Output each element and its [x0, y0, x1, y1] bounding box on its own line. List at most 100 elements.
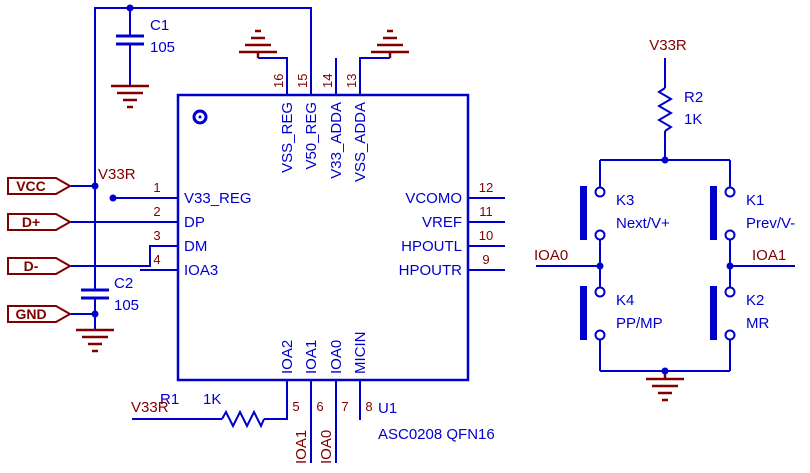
component-value: 105	[150, 39, 175, 56]
ground-icon	[111, 84, 149, 109]
power-tags: VCC D+ D- GND	[7, 177, 73, 323]
component-value: 1K	[203, 391, 221, 408]
component-ref: C1	[150, 17, 169, 34]
dminus-port-label: D-	[24, 258, 39, 274]
button-terminal	[594, 329, 606, 341]
button-actuator	[580, 186, 587, 240]
net-labels: V33R V33R V33R IOA1 IOA0 IOA0 IOA1	[98, 37, 786, 464]
right-pin-stubs	[468, 197, 505, 271]
vcc-port-label: VCC	[16, 178, 46, 194]
pin-name: MICIN	[352, 332, 369, 375]
ground-icon	[76, 328, 114, 353]
capacitor-symbol	[81, 288, 109, 300]
net-label-ioa1: IOA1	[752, 247, 786, 264]
ground-icon	[371, 29, 409, 58]
junction-dot	[661, 367, 669, 375]
pin-number: 10	[479, 228, 493, 243]
dplus-port-label: D+	[22, 214, 40, 230]
pin-number: 14	[320, 74, 335, 88]
button-ref: K4	[616, 292, 634, 309]
button-actuator	[710, 286, 717, 340]
pin-name: VREF	[422, 214, 462, 231]
pin-name: IOA2	[279, 340, 296, 374]
component-ref: C2	[114, 275, 133, 292]
dminus-port	[7, 257, 73, 275]
pin-number: 7	[341, 399, 348, 414]
button-function: MR	[746, 315, 769, 332]
button-k2: K2 MR	[710, 286, 769, 341]
signal-wires-left	[70, 197, 178, 271]
pin-number: 15	[295, 74, 310, 88]
vcc-port	[7, 177, 73, 195]
button-actuator	[580, 286, 587, 340]
button-ref: K3	[616, 192, 634, 209]
pin-number: 3	[153, 228, 160, 243]
pin-numbers: 1 2 3 4 12 11 10 9 16 15 14 13 5 6 7 8	[153, 74, 493, 414]
capacitor-symbol	[116, 34, 144, 46]
pin-number: 1	[153, 180, 160, 195]
vcc-net-wire	[70, 7, 312, 290]
button-ref: K1	[746, 192, 764, 209]
capacitor-c2: C2 105	[81, 275, 139, 314]
net-label-ioa1: IOA1	[293, 430, 310, 464]
pin-number: 2	[153, 204, 160, 219]
button-function: Next/V+	[616, 215, 670, 232]
button-k4: K4 PP/MP	[580, 286, 663, 341]
junction-dot	[109, 194, 117, 202]
net-label-ioa0: IOA0	[318, 430, 335, 464]
ground-symbols	[76, 29, 684, 402]
resistor-symbol	[657, 87, 673, 132]
net-label-ioa0: IOA0	[534, 247, 568, 264]
junction-dot	[661, 156, 669, 164]
junction-dots	[91, 4, 734, 375]
button-function: PP/MP	[616, 315, 663, 332]
pin-number: 9	[482, 252, 489, 267]
pin-name: IOA3	[184, 262, 218, 279]
button-actuator	[710, 186, 717, 240]
gnd-port-label: GND	[15, 306, 46, 322]
pin-number: 11	[479, 204, 493, 219]
gnd-port	[7, 305, 73, 323]
pin-name: V33_ADDA	[328, 102, 345, 179]
dplus-port	[7, 213, 73, 231]
pin1-marker-icon	[192, 109, 208, 125]
net-label-v33r: V33R	[649, 37, 687, 54]
button-ref: K2	[746, 292, 764, 309]
component-ref: R1	[160, 391, 179, 408]
component-part: ASC0208 QFN16	[378, 426, 495, 443]
junction-dot	[91, 310, 99, 318]
ground-icon	[646, 371, 684, 402]
pin-number: 5	[292, 399, 299, 414]
component-value: 105	[114, 297, 139, 314]
button-k3: K3 Next/V+	[580, 186, 670, 241]
pin-name: V50_REG	[303, 102, 320, 170]
pin-name: DP	[184, 214, 205, 231]
wires	[70, 7, 795, 463]
resistor-symbol	[221, 409, 265, 429]
pin-name: VSS_REG	[279, 102, 296, 173]
ground-icon	[239, 29, 277, 58]
resistor-r1: R1 1K	[160, 391, 265, 429]
pin-number: 4	[153, 252, 160, 267]
pin1-marker-dot	[198, 115, 202, 119]
button-terminal	[594, 186, 606, 198]
net-label-v33r: V33R	[131, 399, 169, 416]
button-function: Prev/V-	[746, 215, 795, 232]
junction-dot	[726, 262, 734, 270]
resistor-r2: R2 1K	[657, 87, 703, 132]
pin-number: 6	[316, 399, 323, 414]
component-ref: U1	[378, 400, 397, 417]
ic-u1: V33_REG DP DM IOA3 VCOMO VREF HPOUTL HPO…	[176, 93, 470, 382]
button-terminal	[724, 286, 736, 298]
button-terminal	[594, 229, 606, 241]
button-terminal	[724, 186, 736, 198]
pin-name: V33_REG	[184, 190, 252, 207]
component-value: 1K	[684, 111, 702, 128]
pin-name: DM	[184, 238, 207, 255]
pin-number: 12	[479, 180, 493, 195]
button-terminal	[724, 329, 736, 341]
button-terminal	[724, 229, 736, 241]
bottom-wires	[132, 380, 361, 463]
